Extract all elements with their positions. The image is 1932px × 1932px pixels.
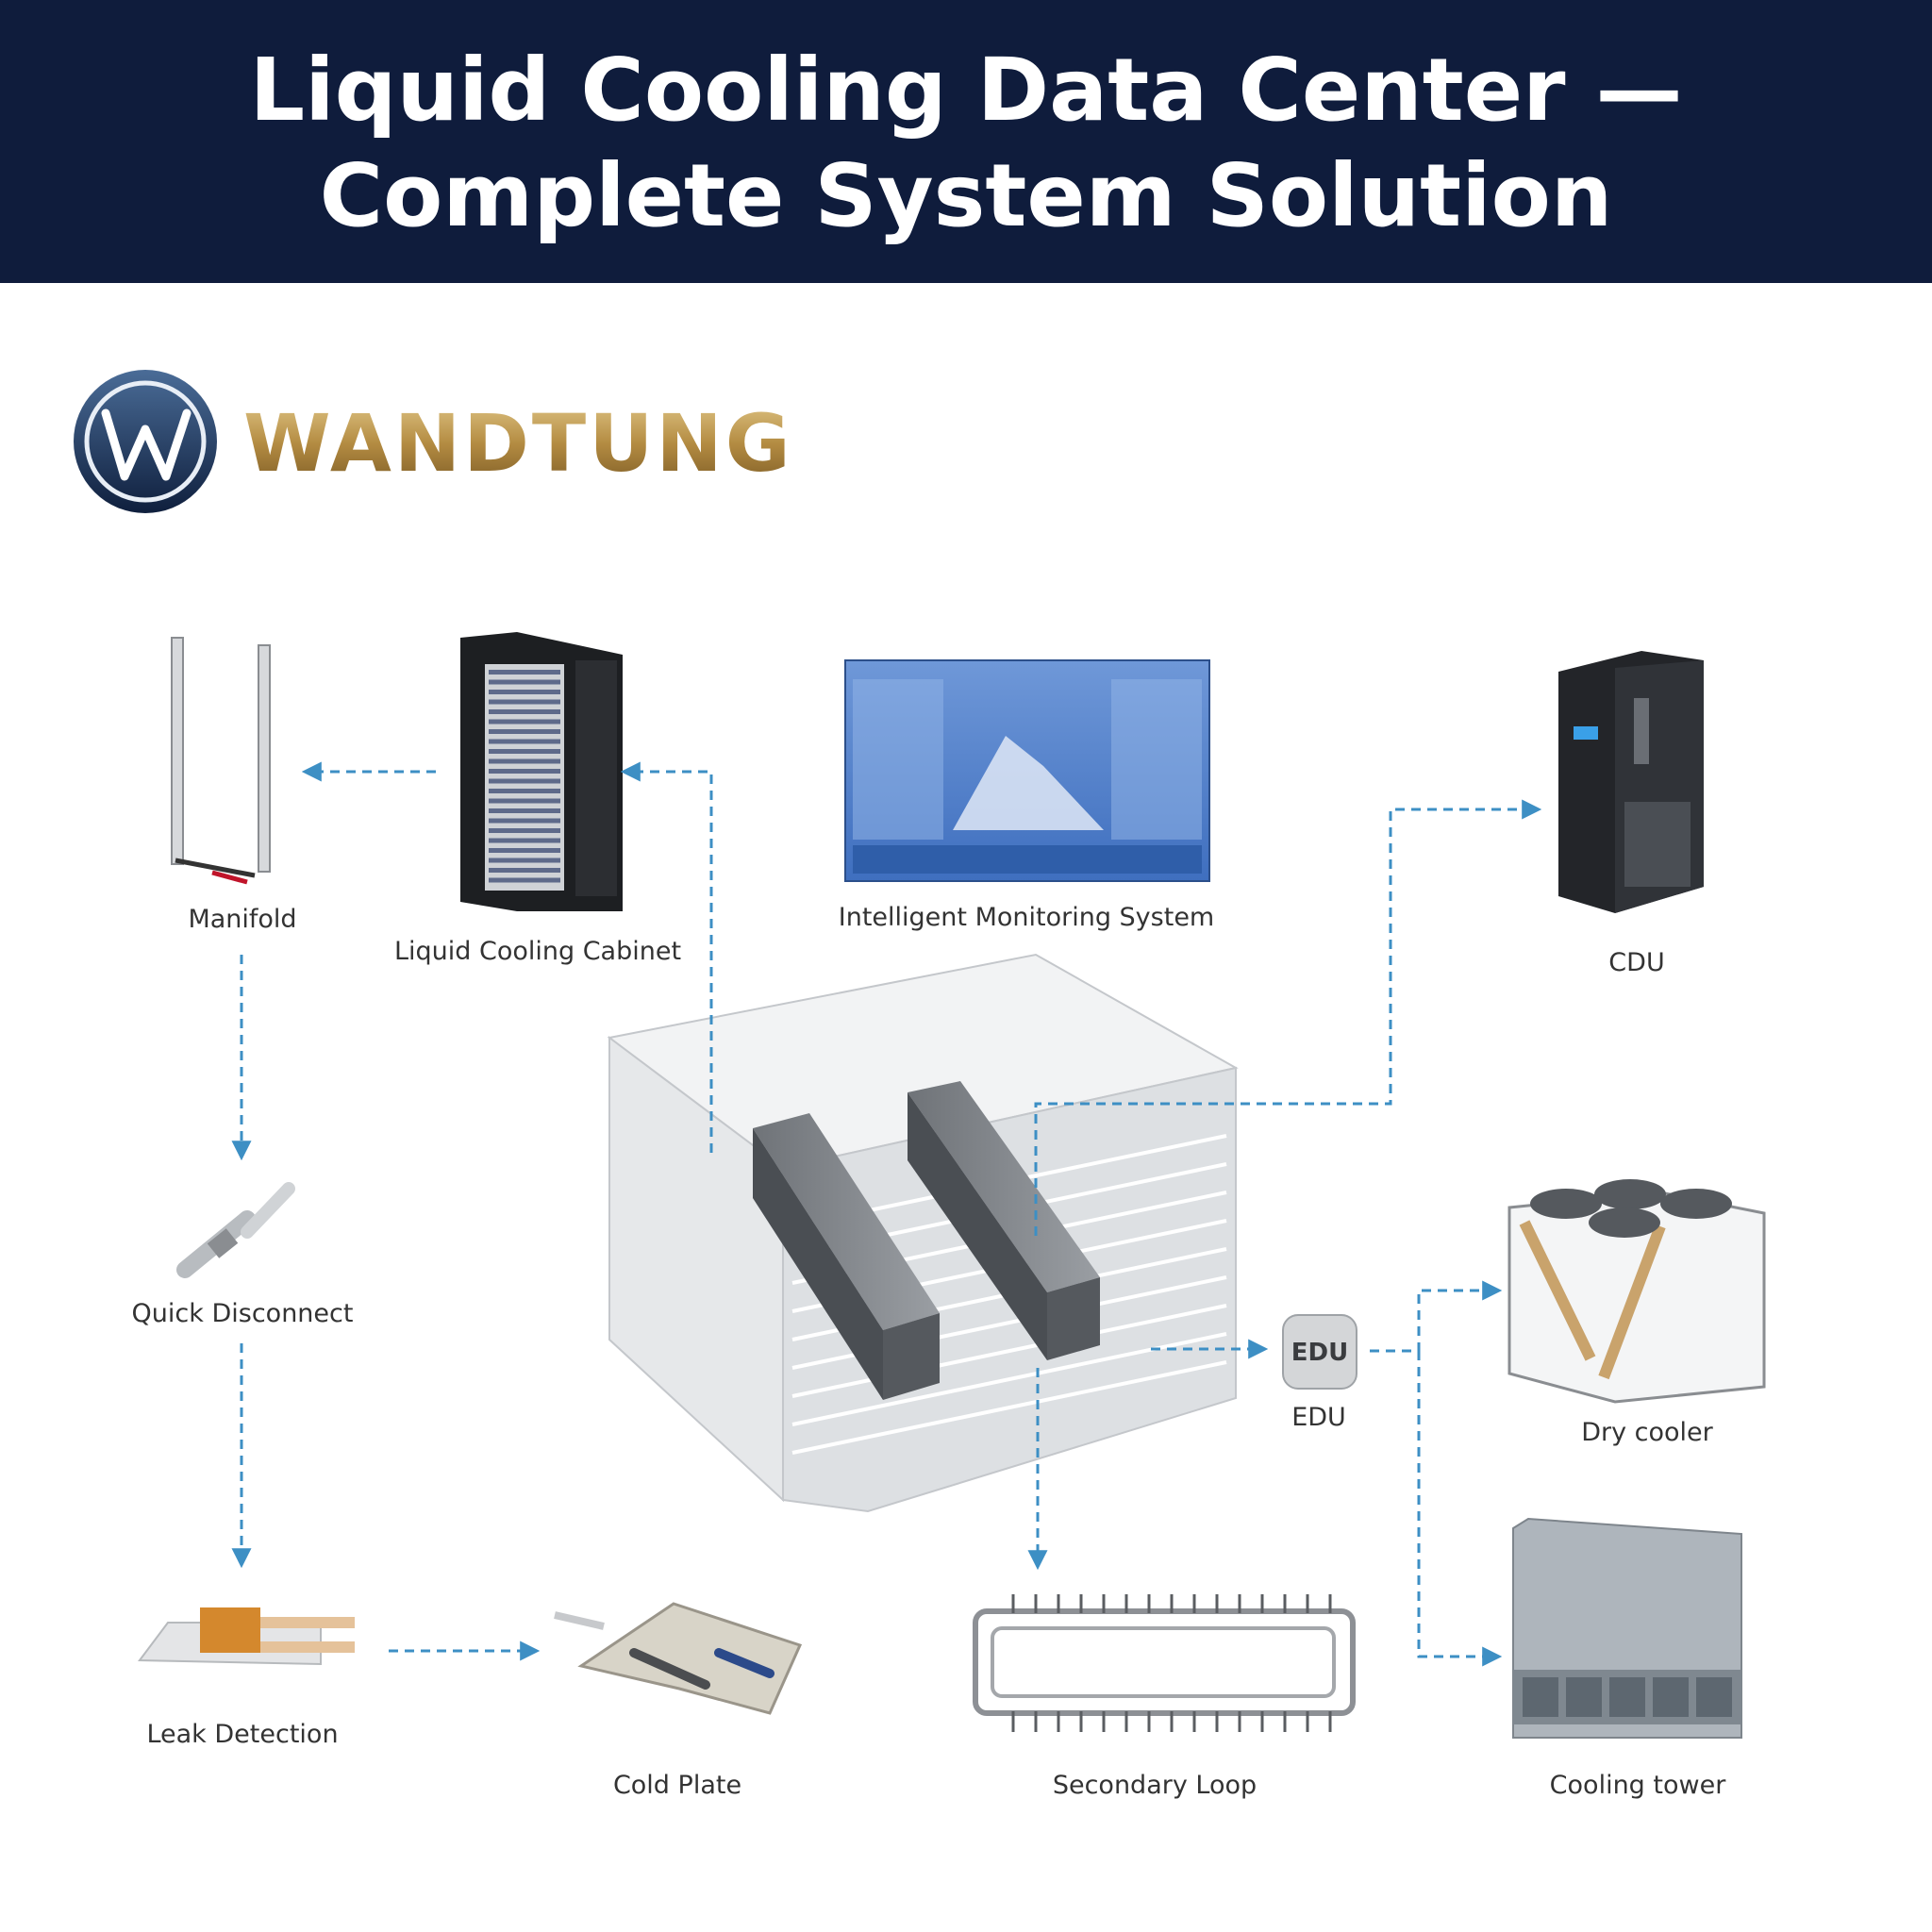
label-dry-cooler: Dry cooler bbox=[1581, 1418, 1713, 1447]
server-slot bbox=[489, 679, 560, 685]
server-slot bbox=[489, 868, 560, 873]
connector-room-to-cdu bbox=[1034, 799, 1542, 1236]
tower-vent bbox=[1609, 1677, 1645, 1717]
server-slot bbox=[489, 699, 560, 705]
w-monogram-logo bbox=[74, 370, 217, 513]
server-slot bbox=[489, 789, 560, 793]
cold-plate-illustration bbox=[554, 1602, 803, 1715]
server-slot bbox=[489, 828, 560, 833]
server-slot bbox=[489, 690, 560, 694]
tower-vent bbox=[1696, 1677, 1732, 1717]
cdu-illustration bbox=[1558, 651, 1704, 913]
label-leak-detection: Leak Detection bbox=[146, 1720, 339, 1749]
label-cdu: CDU bbox=[1608, 948, 1665, 977]
title-banner: Liquid Cooling Data Center — Complete Sy… bbox=[0, 0, 1932, 283]
tower-vent bbox=[1523, 1677, 1558, 1717]
server-slot bbox=[489, 778, 560, 784]
monitoring-screen-illustration bbox=[844, 659, 1210, 882]
server-slot bbox=[489, 858, 560, 863]
server-slot bbox=[489, 848, 560, 853]
fan-icon bbox=[1530, 1179, 1732, 1238]
manifold-illustration bbox=[171, 637, 271, 885]
server-slot bbox=[489, 749, 560, 754]
server-slot bbox=[489, 798, 560, 804]
connector-room-to-cabinet bbox=[620, 761, 713, 1153]
brand-name: WANDTUNG bbox=[243, 397, 793, 490]
server-slot bbox=[489, 877, 560, 883]
title-line-1: Liquid Cooling Data Center — bbox=[249, 40, 1683, 141]
server-slot bbox=[489, 709, 560, 714]
label-liquid-cooling-cabinet: Liquid Cooling Cabinet bbox=[393, 937, 682, 966]
server-slot bbox=[489, 739, 560, 744]
liquid-cooling-cabinet-illustration bbox=[460, 632, 623, 911]
data-center-room-illustration bbox=[607, 953, 1239, 1513]
edu-badge-text: EDU bbox=[1291, 1339, 1348, 1367]
server-slot bbox=[489, 758, 560, 764]
connector-lines bbox=[231, 761, 1542, 1667]
tower-vent bbox=[1653, 1677, 1689, 1717]
server-slot bbox=[489, 818, 560, 824]
connector-edu-to-dry-cooler bbox=[1370, 1280, 1503, 1353]
cooling-tower-illustration bbox=[1512, 1517, 1742, 1739]
label-cooling-tower: Cooling tower bbox=[1549, 1771, 1726, 1800]
connector-edu-to-cooling-tower bbox=[1417, 1351, 1503, 1667]
leak-detection-illustration bbox=[138, 1607, 355, 1666]
floor-tile-line bbox=[791, 1360, 1227, 1455]
server-slot bbox=[489, 670, 560, 675]
title-line-2: Complete System Solution bbox=[319, 145, 1613, 246]
server-slot bbox=[489, 838, 560, 843]
label-secondary-loop: Secondary Loop bbox=[1052, 1771, 1257, 1800]
label-cold-plate: Cold Plate bbox=[612, 1771, 742, 1800]
server-slot bbox=[489, 729, 560, 734]
server-slot bbox=[489, 719, 560, 724]
label-manifold: Manifold bbox=[188, 905, 297, 934]
quick-disconnect-illustration bbox=[176, 1182, 295, 1278]
secondary-loop-illustration bbox=[973, 1594, 1356, 1732]
label-quick-disconnect: Quick Disconnect bbox=[131, 1299, 354, 1328]
label-intelligent-monitoring-system: Intelligent Monitoring System bbox=[838, 903, 1215, 932]
server-slot bbox=[489, 769, 560, 774]
server-slot bbox=[489, 808, 560, 813]
tower-vent bbox=[1566, 1677, 1602, 1717]
floor-tile-line bbox=[791, 1304, 1227, 1398]
dry-cooler-illustration bbox=[1507, 1179, 1766, 1404]
label-edu: EDU bbox=[1291, 1403, 1346, 1432]
edu-badge: EDU bbox=[1282, 1314, 1357, 1390]
page-title: Liquid Cooling Data Center — Complete Sy… bbox=[0, 38, 1932, 249]
